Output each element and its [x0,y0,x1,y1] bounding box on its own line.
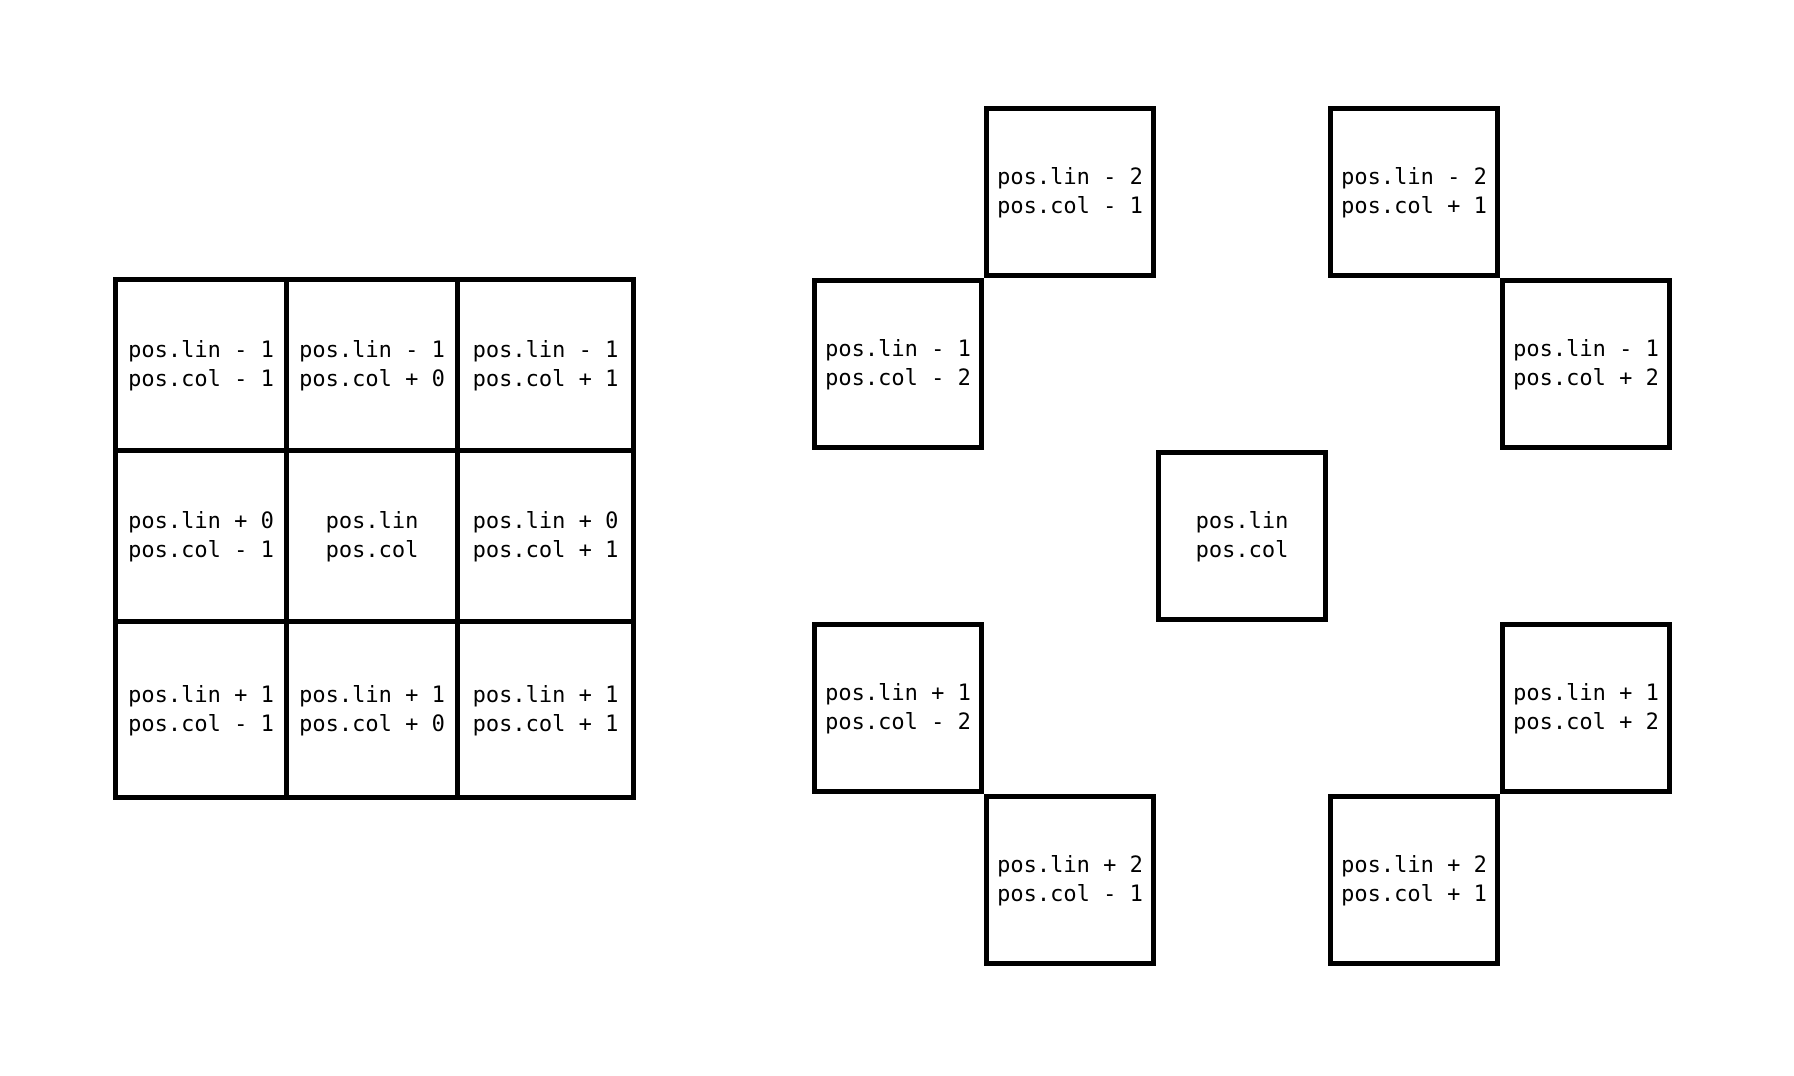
cell-text-line: pos.col [1195,538,1289,563]
cell-text-line: pos.col + 2 [1513,710,1659,735]
knight-cell-r0c3: pos.lin - 2 pos.col + 1 [1328,106,1500,278]
cell-text-line: pos.lin + 1 [472,682,619,708]
cell-text-line: pos.lin - 2 [997,165,1143,190]
knight-cell-r1c4: pos.lin - 1 pos.col + 2 [1500,278,1672,450]
cell-text-line: pos.lin - 1 [128,338,274,363]
cell-text-line: pos.col + 1 [1341,882,1487,907]
cell-text-line: pos.col - 1 [128,367,274,392]
knight-cell-r3c0: pos.lin + 1 pos.col - 2 [812,622,984,794]
cell-text-line: pos.col - 1 [128,711,274,737]
cell-text-line: pos.lin [1195,509,1289,534]
cell-text-line: pos.lin + 1 [128,682,274,708]
cell-text-line: pos.lin - 1 [472,338,619,363]
cell-text-line: pos.col - 1 [128,538,274,563]
cell-text-line: pos.col + 1 [472,367,619,392]
cell-text-line: pos.col + 0 [299,711,445,737]
cell-text-line: pos.col - 2 [825,710,971,735]
knight-cell-r3c4: pos.lin + 1 pos.col + 2 [1500,622,1672,794]
cell-text-line: pos.col + 1 [472,711,619,737]
grid-cell-r0c0: pos.lin - 1 pos.col - 1 [118,282,289,453]
cell-text-line: pos.lin + 1 [825,681,971,706]
knight-cell-r2c2: pos.lin pos.col [1156,450,1328,622]
adjacent-neighbours-grid: pos.lin - 1 pos.col - 1 pos.lin - 1 pos.col… [113,277,636,800]
cell-text-line: pos.lin + 0 [472,509,619,534]
cell-text-line: pos.lin - 1 [825,337,971,362]
cell-text-line: pos.lin + 1 [1513,681,1659,706]
cell-text-line: pos.lin + 2 [1341,853,1487,878]
cell-text-line: pos.col + 2 [1513,366,1659,391]
grid-cell-r2c2: pos.lin + 1 pos.col + 1 [460,624,631,795]
cell-text-line: pos.lin - 2 [1341,165,1487,190]
grid-cell-r0c1: pos.lin - 1 pos.col + 0 [289,282,460,453]
cell-text-line: pos.lin + 2 [997,853,1143,878]
grid-cell-r1c1: pos.lin pos.col [289,453,460,624]
grid-cell-r1c0: pos.lin + 0 pos.col - 1 [118,453,289,624]
grid-cell-r0c2: pos.lin - 1 pos.col + 1 [460,282,631,453]
grid-cell-r2c1: pos.lin + 1 pos.col + 0 [289,624,460,795]
cell-text-line: pos.col - 1 [997,882,1143,907]
knight-moves-diagram: pos.lin - 2 pos.col - 1 pos.lin - 2 pos.col… [812,106,1672,966]
cell-text-line: pos.col + 0 [299,367,445,392]
cell-text-line: pos.col - 1 [997,194,1143,219]
knight-cell-r4c3: pos.lin + 2 pos.col + 1 [1328,794,1500,966]
cell-text-line: pos.lin - 1 [1513,337,1659,362]
cell-text-line: pos.lin - 1 [299,338,445,363]
grid-cell-r1c2: pos.lin + 0 pos.col + 1 [460,453,631,624]
knight-cell-r1c0: pos.lin - 1 pos.col - 2 [812,278,984,450]
cell-text-line: pos.lin + 1 [299,682,445,708]
knight-cell-r4c1: pos.lin + 2 pos.col - 1 [984,794,1156,966]
knight-cell-r0c1: pos.lin - 2 pos.col - 1 [984,106,1156,278]
cell-text-line: pos.col [325,538,419,563]
cell-text-line: pos.col - 2 [825,366,971,391]
cell-text-line: pos.col + 1 [472,538,619,563]
cell-text-line: pos.lin [325,509,419,534]
cell-text-line: pos.col + 1 [1341,194,1487,219]
cell-text-line: pos.lin + 0 [128,509,274,534]
grid-cell-r2c0: pos.lin + 1 pos.col - 1 [118,624,289,795]
